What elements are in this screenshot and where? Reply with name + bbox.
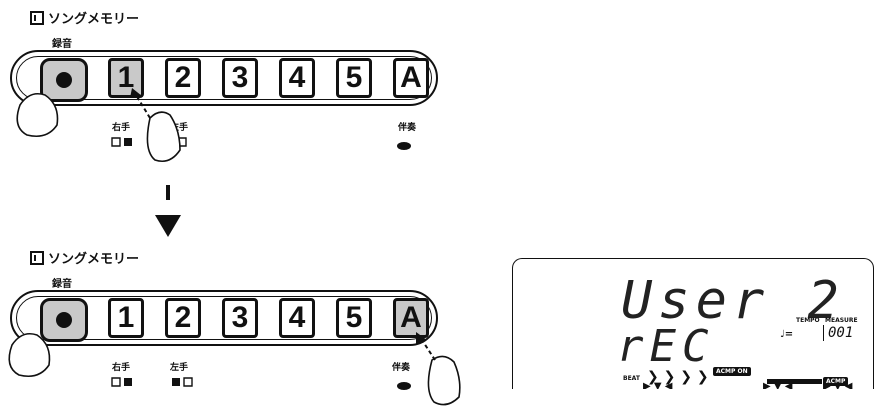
top-panel-decorations — [16, 88, 411, 200]
right-hand-label: 右手 — [112, 363, 131, 373]
track-5-button[interactable]: 5 — [336, 298, 372, 338]
beat-chevrons-icon: ❯ ❯ ❯ ❯ — [647, 369, 709, 385]
triangle-indicators-icon: ▶ ▼ ◀ — [823, 381, 853, 389]
bar-inner — [16, 296, 432, 340]
arrow — [421, 339, 436, 361]
track-2-button[interactable]: 2 — [165, 58, 201, 98]
track-1-button[interactable]: 1 — [108, 298, 144, 338]
hand-icon — [111, 137, 121, 147]
accomp-label: 伴奏 — [398, 123, 417, 133]
hand-icon — [111, 377, 121, 387]
bar-inner — [16, 56, 432, 100]
song-memory-title-text: ソングメモリー — [48, 12, 140, 27]
pointing-hand-icon — [146, 111, 181, 163]
accomp-label: 伴奏 — [392, 363, 411, 373]
lcd-display: User 2 rEC TEMPO MEASURE ♩= 001 BEAT ACM… — [512, 258, 874, 389]
song-memory-icon — [30, 250, 44, 265]
hand-icon — [183, 377, 193, 387]
triangle-indicators-icon: ▶ ▼ ◀ — [643, 381, 673, 389]
song-memory-icon — [30, 10, 44, 25]
down-arrow-head-icon — [155, 215, 181, 237]
rec-label: 録音 — [52, 279, 72, 290]
tempo-label: TEMPO — [796, 317, 820, 324]
hand-icon — [172, 378, 180, 386]
track-1-button[interactable]: 1 — [108, 58, 144, 98]
track-4-button[interactable]: 4 — [279, 298, 315, 338]
pointing-hand-icon — [8, 332, 51, 378]
left-hand-label: 左手 — [170, 123, 189, 133]
track-3-button[interactable]: 3 — [222, 298, 258, 338]
part-indicator-icon — [767, 379, 822, 384]
rec-dot-icon — [56, 72, 72, 88]
tempo-note: ♩= — [780, 329, 794, 340]
song-memory-title-bottom: ソングメモリー — [30, 248, 139, 267]
track-a-button[interactable]: A — [393, 298, 429, 338]
track-4-button[interactable]: 4 — [279, 58, 315, 98]
acmp-on-tag: ACMP ON — [713, 367, 751, 376]
rec-button[interactable] — [40, 298, 88, 342]
drum-icon — [397, 142, 411, 150]
pointing-hand-icon — [427, 355, 461, 406]
track-3-button[interactable]: 3 — [222, 58, 258, 98]
right-hand-label: 右手 — [112, 123, 131, 133]
hand-icon — [124, 138, 132, 146]
triangle-indicators-icon: ▶ ▼ ◀ — [763, 381, 793, 389]
song-memory-title-top: ソングメモリー — [30, 8, 139, 27]
arrow-head-icon — [416, 332, 427, 344]
pointing-hand-icon — [16, 92, 59, 138]
bottom-panel-decorations — [8, 332, 461, 406]
acmp-tag: ACMP — [823, 377, 849, 386]
rec-dot-icon — [56, 312, 72, 328]
arrow-head-icon — [130, 88, 142, 98]
rec-button[interactable] — [40, 58, 88, 102]
track-2-button[interactable]: 2 — [165, 298, 201, 338]
left-hand-label: 左手 — [170, 363, 189, 373]
arrow — [135, 94, 151, 119]
track-5-button[interactable]: 5 — [336, 58, 372, 98]
lcd-indicators: ❯ ❯ ❯ ❯ ▶ ▼ ◀ ▶ ▼ ◀ ▶ ▼ ◀ — [643, 369, 853, 389]
beat-label: BEAT — [623, 375, 640, 382]
song-memory-title-text: ソングメモリー — [48, 252, 140, 267]
measure-label: MEASURE — [825, 317, 858, 324]
rec-label: 録音 — [52, 39, 72, 50]
measure-value: 001 — [823, 325, 853, 341]
track-a-button[interactable]: A — [393, 58, 429, 98]
lcd-sub-text: rEC — [617, 321, 715, 372]
hand-icon — [124, 378, 132, 386]
lcd-main-text: User 2 — [621, 271, 845, 331]
drum-icon — [397, 382, 411, 390]
